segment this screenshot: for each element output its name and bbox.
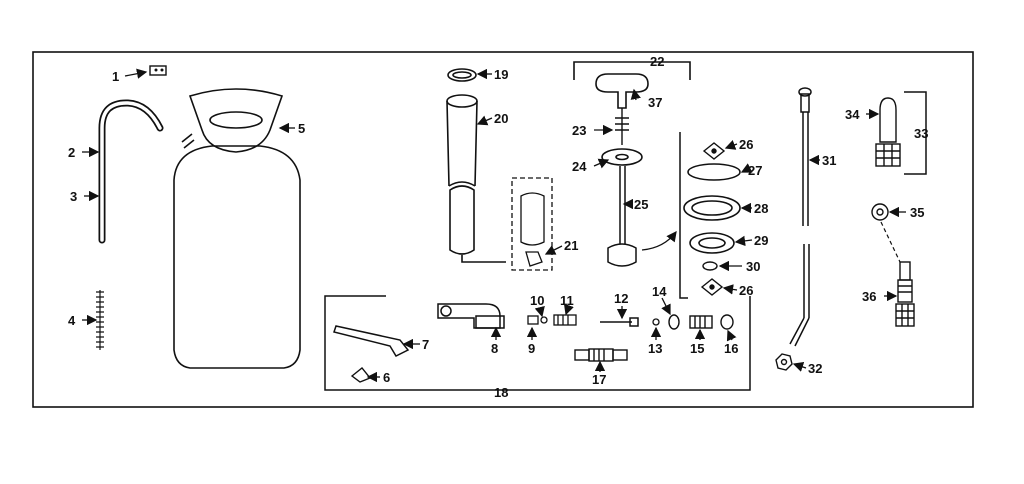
part-19-ring (447, 68, 477, 82)
part-37-handle (595, 73, 649, 109)
part-14-washer (668, 314, 680, 330)
part-5-tank (173, 88, 301, 369)
callout-2: 2 (68, 145, 75, 160)
part-15-nozzle-body (689, 315, 713, 329)
part-13-ball (652, 318, 660, 326)
callout-26-bottom: 26 (739, 283, 753, 298)
part-22-bracket (573, 61, 691, 80)
callout-31: 31 (822, 153, 836, 168)
part-26-bottom-washer (700, 278, 724, 296)
part-25-rod (607, 166, 637, 267)
part-33-bracket (904, 91, 927, 175)
callout-1: 1 (112, 69, 119, 84)
diagram-frame (32, 51, 974, 408)
part-1-clip (149, 65, 167, 76)
callout-9: 9 (528, 341, 535, 356)
part-26-top-washer (702, 142, 726, 160)
callout-20: 20 (494, 111, 508, 126)
part-30-washer (702, 261, 718, 271)
callout-24: 24 (572, 159, 587, 174)
callout-26-top: 26 (739, 137, 753, 152)
part-29-cup (689, 232, 735, 254)
part-34-nozzle (875, 97, 901, 167)
part-2-3-tube (98, 99, 164, 244)
callout-35: 35 (910, 205, 924, 220)
callout-7: 7 (422, 337, 429, 352)
part-35-washer (871, 203, 889, 221)
callout-36: 36 (862, 289, 876, 304)
callout-27: 27 (748, 163, 762, 178)
part-31-wand (789, 87, 812, 347)
callout-28: 28 (754, 201, 768, 216)
part-16-washer (720, 314, 734, 330)
part-8-shutoff-body (437, 303, 505, 329)
callout-37: 37 (648, 95, 662, 110)
callout-5: 5 (298, 121, 305, 136)
callout-12: 12 (614, 291, 628, 306)
part-7-lever (333, 325, 410, 357)
callout-4: 4 (68, 313, 76, 328)
part-27-disc (687, 163, 741, 181)
part-28-cup (683, 195, 741, 221)
packing-stack-bracket (679, 132, 688, 299)
part-35-assembly-line (880, 221, 901, 263)
callout-10: 10 (530, 293, 544, 308)
callout-13: 13 (648, 341, 662, 356)
callout-14: 14 (652, 284, 667, 299)
callout-34: 34 (845, 107, 860, 122)
exploded-view-arrow (641, 230, 677, 251)
callout-11: 11 (560, 293, 574, 308)
callout-25: 25 (634, 197, 648, 212)
callout-15: 15 (690, 341, 704, 356)
callout-29: 29 (754, 233, 768, 248)
part-17-nozzle (574, 348, 628, 362)
callout-labels: 1 2 3 4 5 6 7 8 9 10 11 12 13 14 15 16 1… (68, 54, 928, 400)
part-4-spring (96, 290, 104, 350)
callout-23: 23 (572, 123, 586, 138)
callout-6: 6 (383, 370, 390, 385)
callout-32: 32 (808, 361, 822, 376)
callout-22: 22 (650, 54, 664, 69)
callout-18: 18 (494, 385, 508, 400)
part-23-screw (615, 108, 629, 145)
callout-21: 21 (564, 238, 578, 253)
callout-17: 17 (592, 372, 606, 387)
part-24-washer (601, 148, 643, 166)
part-20-cylinder (446, 94, 506, 263)
part-21-valve (511, 177, 553, 271)
callout-16: 16 (724, 341, 738, 356)
callout-3: 3 (70, 189, 77, 204)
part-9-11-fittings (527, 314, 577, 326)
part-18-bracket (324, 295, 751, 391)
callout-8: 8 (491, 341, 498, 356)
part-36-adjustable-nozzle (895, 261, 915, 327)
part-12-pin (600, 317, 639, 327)
part-32-nut (775, 353, 793, 371)
part-6-latch (350, 367, 372, 383)
callout-30: 30 (746, 259, 760, 274)
callout-33: 33 (914, 126, 928, 141)
callout-19: 19 (494, 67, 508, 82)
leader-lines (82, 68, 906, 383)
